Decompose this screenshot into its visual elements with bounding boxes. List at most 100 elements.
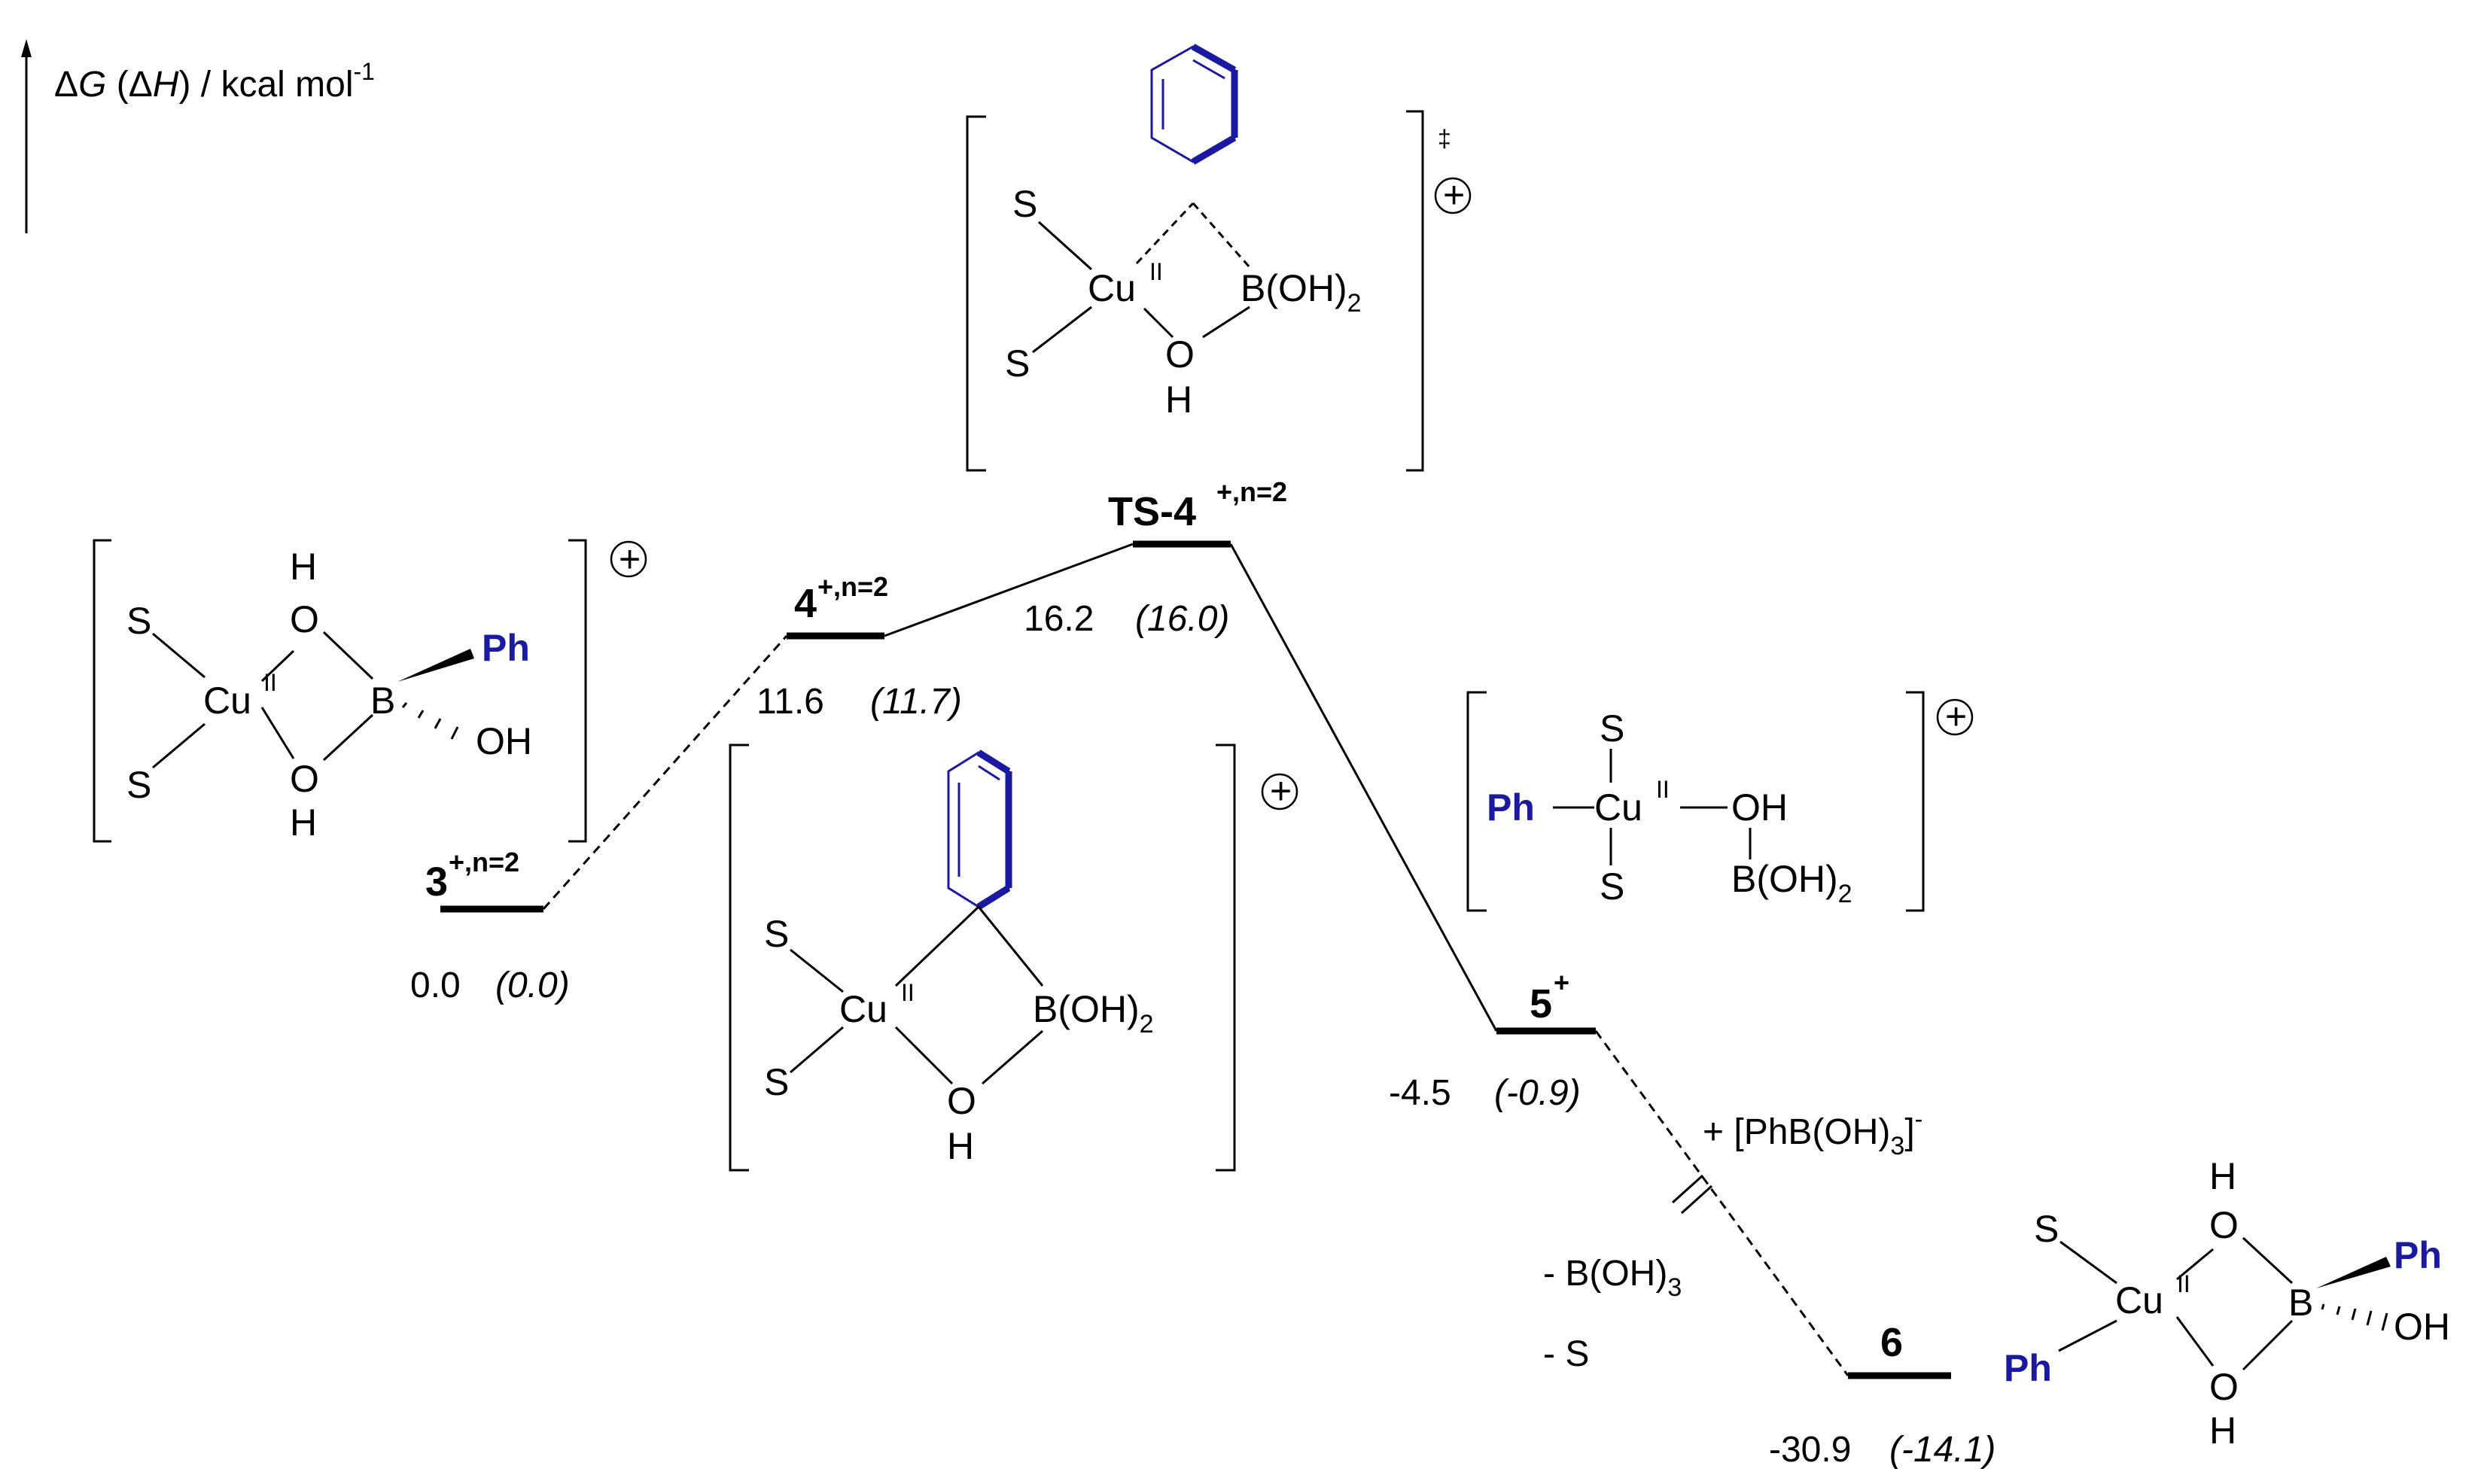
atom-label: B(OH)2 [1731,858,1852,908]
bond-line [260,649,295,683]
added-reagent: + [PhB(OH)3]- [1703,1105,1922,1160]
atom-label: II [901,979,915,1006]
bond-line [2381,1312,2388,1331]
bond-line [2242,1319,2294,1371]
atom-label: + [619,538,641,580]
atom-label: H [290,801,317,844]
atom-label: H [2209,1409,2236,1452]
energy-axis: ΔG (ΔH) / kcal mol-1 [21,39,375,233]
level-connectors [542,543,1849,1376]
break-mark-2 [1680,1184,1713,1215]
atom-label: S [1012,183,1037,225]
atom-label: 3 [1667,1273,1682,1302]
atom-label: Ph [2394,1234,2442,1276]
atom-label: - [1915,1105,1923,1133]
phenyl-ring [947,751,1010,908]
atom-label: B(OH) [1241,267,1347,309]
energy-dg: -30.9 [1769,1430,1851,1470]
atom-label: -1 [354,58,375,85]
bond-line [2366,1310,2373,1326]
atom-label: OH [2394,1306,2450,1348]
bond-line [1143,307,1174,339]
species-name: 4 [794,581,817,626]
atom-label: II [1656,776,1670,803]
removed-boronic-acid: - B(OH)3 [1543,1254,1682,1302]
bond-line [152,632,205,679]
bond-line [982,1029,1043,1085]
connector-4-ts4 [884,543,1134,637]
species-3-label: 3 +,n=2 0.0 (0.0) [410,847,570,1005]
atom-label: S [1005,342,1030,385]
species-ts4-label: TS-4 +,n=2 16.2 (16.0) [1024,476,1287,639]
bond-line [152,722,205,769]
bond-line [976,885,1011,910]
energy-dg: -4.5 [1389,1073,1451,1113]
bond-line [790,1026,844,1074]
connector-ts4-5 [1229,543,1498,1032]
plus-charge-icon [1936,698,1974,736]
right-bracket [1216,744,1236,1172]
bond-line [1192,202,1251,268]
atom-label: Cu [203,680,251,722]
atom-label: S [1600,707,1624,750]
axis-arrow-icon [21,39,32,57]
structure-3: + S S Cu II H O O H B Ph OH [93,538,647,844]
bond-line [2242,1236,2294,1285]
species-5-label: 5 + -4.5 (-0.9) [1389,967,1581,1113]
atom-label: S [764,1061,789,1103]
atom-label: O [947,1080,976,1122]
species-sup: + [1554,967,1569,998]
atom-label: B [370,680,395,722]
atom-label: + [1270,770,1292,812]
atom-label: O [2209,1366,2239,1408]
polygon [397,649,474,682]
bond-line [450,726,459,740]
connector-5-6 [1594,1030,1849,1376]
bond-line [790,948,844,993]
atom-label: - B(OH) [1543,1254,1667,1294]
atom-label: G [78,65,106,105]
atom-label: Ph [1487,786,1535,829]
species-name: 3 [425,859,448,905]
atom-label: B(OH) [1033,988,1140,1030]
atom-label: ] [1904,1112,1914,1152]
bond-line [2058,1319,2117,1352]
atom-label: B(OH)2 [1241,267,1362,318]
atom-label: 2 [1347,289,1362,318]
bond-line [2059,1240,2117,1285]
dagger-icon: ‡ [1438,125,1451,152]
bond-line [2175,1316,2215,1367]
atom-label: Ph [482,627,530,669]
atom-label: 2 [1838,880,1852,908]
energy-dh: (16.0) [1135,599,1229,639]
atom-label: 2 [1140,1010,1154,1038]
bond-line [260,707,295,759]
energy-dh: (0.0) [495,966,570,1005]
atom-label: 3 [1890,1132,1904,1160]
species-4-label: 4 +,n=2 11.6 (11.7) [756,571,962,722]
atom-label: O [2209,1204,2239,1246]
species-name: 5 [1530,981,1552,1026]
left-bracket [966,115,986,472]
bond-line [1032,306,1092,354]
bond-line [322,713,374,762]
bond-line [1135,202,1195,265]
left-bracket [93,539,111,843]
atom-label: OH [476,720,532,762]
atom-label: + [1945,695,1967,737]
atom-label: H [1165,379,1192,421]
energy-dh: (-0.9) [1494,1073,1581,1113]
bond-line [2321,1303,2325,1310]
energy-dh: (-14.1) [1889,1430,1995,1470]
atom-label: S [2034,1208,2059,1250]
energy-dg: 16.2 [1024,599,1094,639]
atom-label: H [153,65,179,105]
atom-label: S [126,600,151,642]
energy-dg: 0.0 [410,966,461,1005]
bond-line [401,702,408,708]
removed-solvent: - S [1543,1334,1589,1374]
bond-line [2176,1248,2214,1281]
atom-label: S [126,764,151,806]
atom-label: O [290,758,319,800]
atom-label: + [PhB(OH) [1703,1112,1890,1152]
